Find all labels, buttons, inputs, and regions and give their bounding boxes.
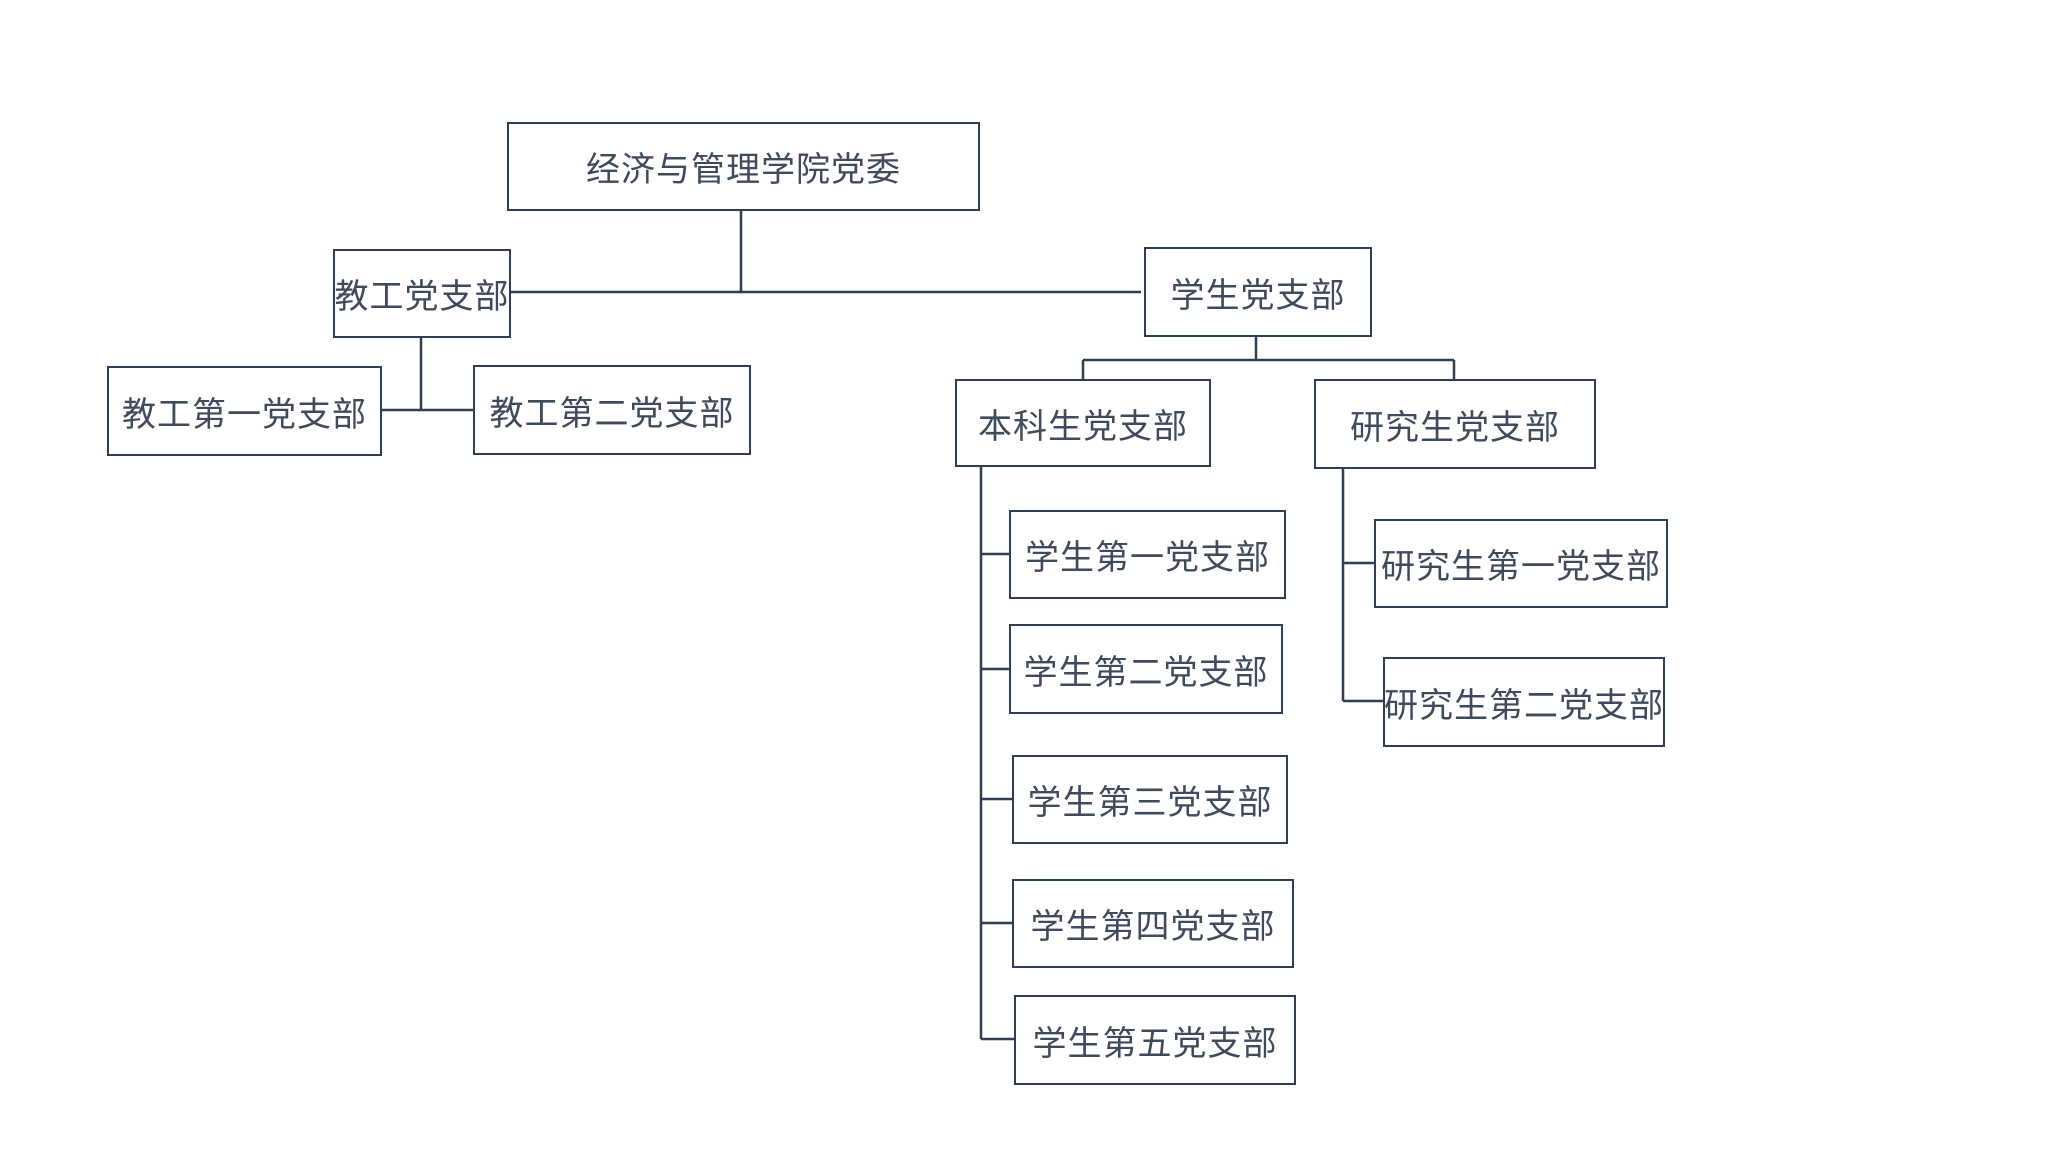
- node-student-second: 学生第二党支部: [1009, 624, 1283, 714]
- node-student-fifth: 学生第五党支部: [1014, 995, 1296, 1085]
- node-undergrad-branch: 本科生党支部: [955, 379, 1211, 467]
- node-root: 经济与管理学院党委: [507, 122, 980, 211]
- node-student-branch: 学生党支部: [1144, 247, 1372, 337]
- node-grad-first: 研究生第一党支部: [1374, 519, 1668, 608]
- node-staff-second: 教工第二党支部: [473, 365, 751, 455]
- node-staff-branch: 教工党支部: [333, 249, 511, 338]
- node-grad-branch: 研究生党支部: [1314, 379, 1596, 469]
- node-student-first: 学生第一党支部: [1009, 510, 1286, 599]
- node-student-third: 学生第三党支部: [1012, 755, 1288, 844]
- node-student-fourth: 学生第四党支部: [1012, 879, 1294, 968]
- node-grad-second: 研究生第二党支部: [1383, 657, 1665, 747]
- node-staff-first: 教工第一党支部: [107, 366, 382, 456]
